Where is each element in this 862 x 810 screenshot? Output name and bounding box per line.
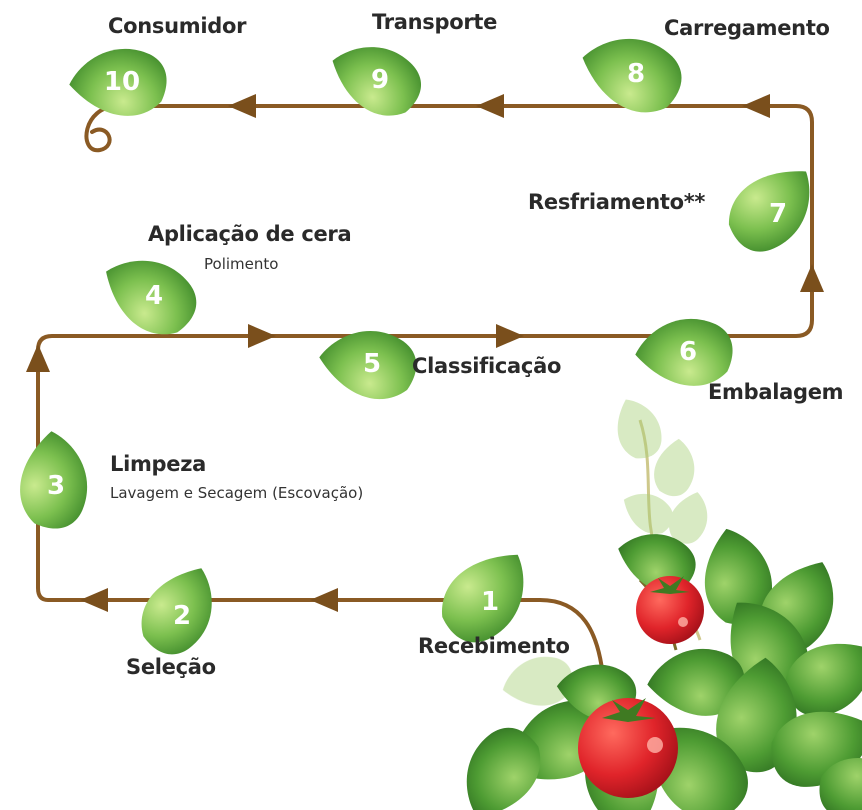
step-leaf-4: 4	[104, 244, 205, 349]
step-label-8: Carregamento	[664, 16, 830, 40]
step-leaf-7: 7	[725, 170, 815, 254]
step-number-1: 1	[481, 587, 499, 617]
step-label-1: Recebimento	[418, 634, 570, 658]
step-label-6: Embalagem	[708, 380, 843, 404]
step-leaf-3: 3	[0, 429, 111, 542]
step-number-4: 4	[145, 281, 163, 311]
arrow-icon	[742, 94, 770, 118]
step-label-5: Classificação	[412, 354, 561, 378]
step-label-4: Aplicação de cera	[148, 222, 351, 246]
tomato-icon	[578, 698, 678, 798]
step-number-2: 2	[173, 601, 191, 631]
step-label-10: Consumidor	[108, 14, 246, 38]
arrow-icon	[228, 94, 256, 118]
arrow-icon	[476, 94, 504, 118]
arrow-icon	[310, 588, 338, 612]
step-number-6: 6	[679, 337, 697, 367]
step-sublabel-3: Lavagem e Secagem (Escovação)	[110, 484, 363, 502]
step-label-2: Seleção	[126, 655, 216, 679]
step-number-5: 5	[363, 349, 381, 379]
step-number-3: 3	[47, 471, 65, 501]
arrow-icon	[248, 324, 276, 348]
step-number-7: 7	[769, 199, 787, 229]
tomato-icon	[636, 576, 704, 644]
step-label-7: Resfriamento**	[528, 190, 705, 214]
step-leaf-9: 9	[331, 29, 431, 132]
step-number-8: 8	[627, 59, 645, 89]
step-number-10: 10	[104, 67, 140, 97]
step-label-3: Limpeza	[110, 452, 206, 476]
step-sublabel-4: Polimento	[204, 255, 278, 273]
step-leaf-10: 10	[67, 25, 180, 138]
arrow-icon	[496, 324, 524, 348]
arrow-icon	[800, 264, 824, 292]
step-number-9: 9	[371, 65, 389, 95]
step-leaf-2: 2	[128, 567, 228, 663]
arrow-icon	[26, 344, 50, 372]
step-label-9: Transporte	[372, 10, 497, 34]
arrow-icon	[80, 588, 108, 612]
